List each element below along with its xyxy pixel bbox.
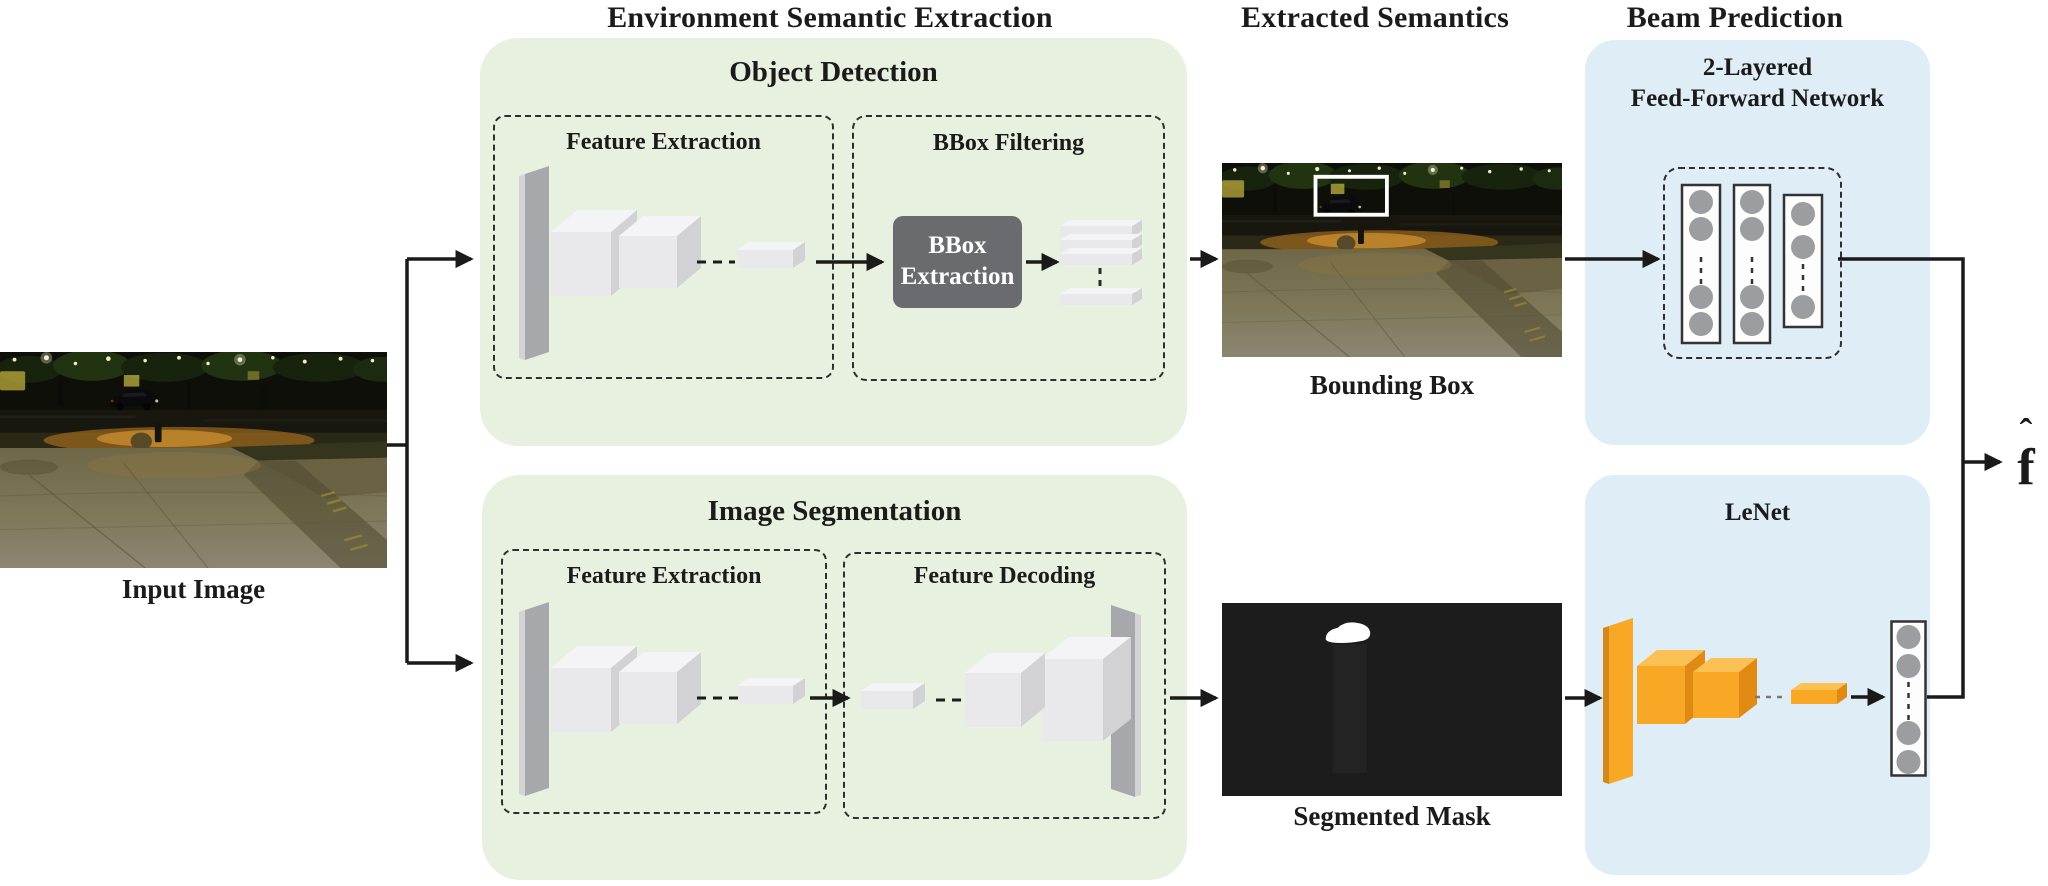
bbox-filtering-title: BBox Filtering (932, 130, 1085, 156)
bbox-extraction-line1: BBox (928, 232, 987, 259)
segmented-mask-caption: Segmented Mask (1293, 801, 1491, 831)
ffn-layer (1732, 183, 1772, 345)
bbox-extraction-block: BBox Extraction (893, 216, 1022, 308)
input-image (0, 352, 387, 568)
segmented-mask-image (1222, 603, 1562, 796)
header-extracted-semantics: Extracted Semantics (1241, 1, 1509, 34)
ffn-title-line1: 2-Layered (1702, 54, 1813, 81)
input-image-caption: Input Image (121, 574, 266, 604)
is-feature-extraction-title: Feature Extraction (566, 563, 762, 589)
bbox-proposal-stack (1060, 220, 1142, 305)
fd-cnn-graphic (861, 605, 1141, 797)
is-cnn-graphic (519, 602, 805, 796)
header-beam-prediction: Beam Prediction (1626, 1, 1844, 34)
od-feature-extraction-title: Feature Extraction (566, 129, 761, 155)
od-feature-extraction-box: Feature Extraction (493, 115, 834, 379)
feature-decoding-box: Feature Decoding (843, 552, 1166, 819)
od-cnn-graphic (519, 166, 805, 360)
feature-decoding-title: Feature Decoding (913, 563, 1096, 589)
lenet-output-layer (1890, 620, 1927, 777)
ffn-layer (1680, 183, 1722, 345)
mask-blob (1325, 622, 1371, 644)
bounding-box-caption: Bounding Box (1309, 370, 1475, 400)
object-detection-title: Object Detection (729, 56, 938, 88)
proposal-slab (1060, 234, 1142, 251)
lenet-cnn-graphic (1603, 618, 1847, 784)
predicted-beam-symbol: ˆ f (2004, 414, 2048, 494)
hat-accent: ˆ (2019, 412, 2033, 454)
ffn-layer (1782, 193, 1824, 329)
ffn-title-line2: Feed-Forward Network (1630, 85, 1885, 112)
lenet-title: LeNet (1724, 499, 1791, 526)
proposal-slab (1060, 248, 1142, 265)
proposal-slab (1060, 288, 1142, 305)
lenet-output-line (1927, 462, 1965, 699)
image-segmentation-title: Image Segmentation (707, 495, 962, 527)
bbox-extraction-line2: Extraction (900, 263, 1015, 290)
header-environment-semantic-extraction: Environment Semantic Extraction (607, 1, 1053, 34)
detection-bbox (1313, 174, 1389, 217)
ffn-layers-box (1663, 167, 1842, 359)
ffn-layers-graphic (1680, 183, 1824, 345)
bbox-filtering-box: BBox Filtering (852, 115, 1165, 381)
is-feature-extraction-box: Feature Extraction (501, 549, 827, 814)
bounding-box-image (1222, 163, 1562, 357)
proposal-slab (1060, 220, 1142, 237)
